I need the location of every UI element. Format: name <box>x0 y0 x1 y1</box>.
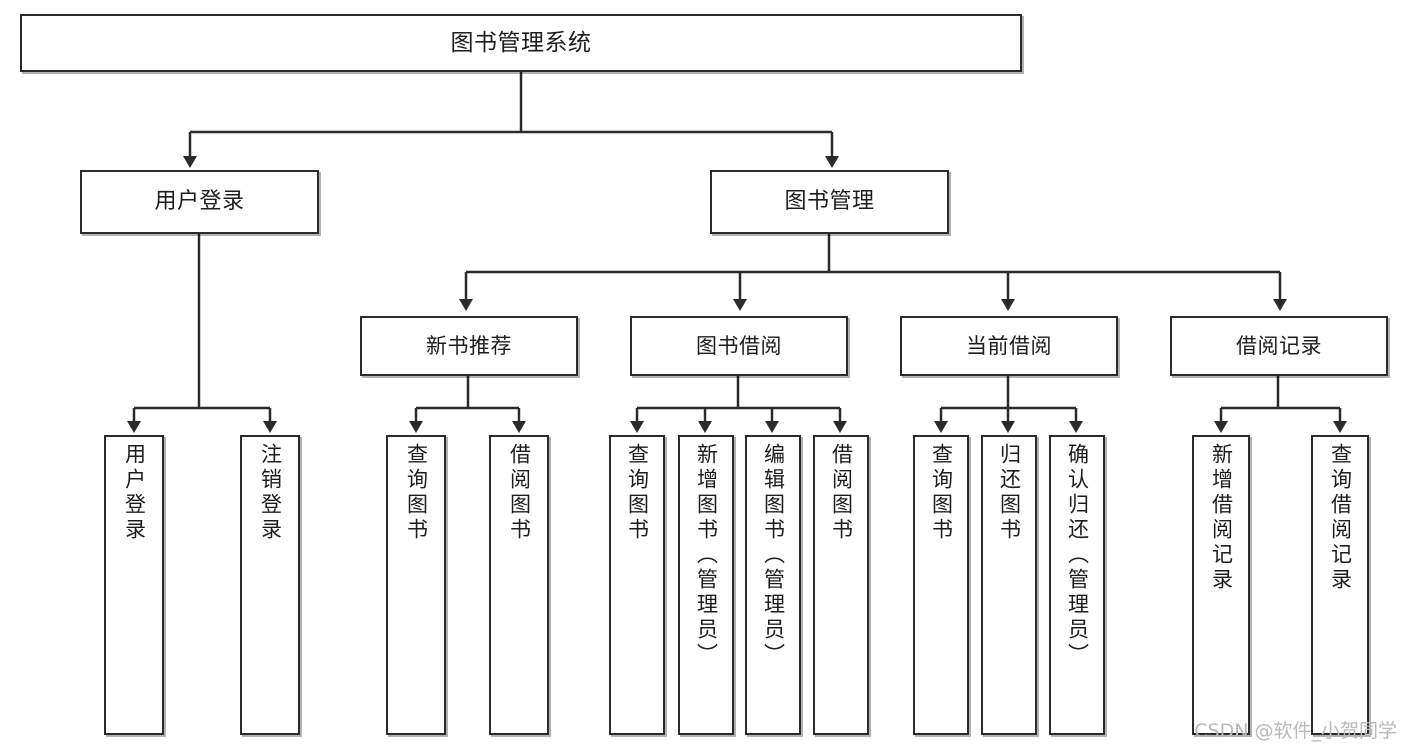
node-leaf-borrow-books-borrowing[interactable]: 借阅图书 <box>813 435 869 735</box>
node-label: 查询图书 <box>625 443 650 543</box>
node-label: 新增借阅记录 <box>1209 443 1234 593</box>
node-label: 新增图书（管理员） <box>694 443 719 668</box>
node-leaf-edit-book-admin[interactable]: 编辑图书（管理员） <box>745 435 801 735</box>
node-label: 用户登录 <box>154 189 245 215</box>
node-label: 借阅图书 <box>829 443 854 543</box>
node-label: 确认归还（管理员） <box>1065 443 1090 668</box>
node-book-management[interactable]: 图书管理 <box>710 170 949 234</box>
node-leaf-add-book-admin[interactable]: 新增图书（管理员） <box>678 435 734 735</box>
node-leaf-query-borrow-record[interactable]: 查询借阅记录 <box>1311 435 1369 735</box>
node-leaf-query-books-borrowing[interactable]: 查询图书 <box>609 435 665 735</box>
node-new-book-recommendation[interactable]: 新书推荐 <box>360 316 578 376</box>
node-label: 查询图书 <box>929 443 954 543</box>
node-borrowing-records[interactable]: 借阅记录 <box>1170 316 1388 376</box>
node-leaf-user-login[interactable]: 用户登录 <box>104 435 164 735</box>
node-user-login[interactable]: 用户登录 <box>80 170 319 234</box>
node-label: 借阅记录 <box>1236 333 1322 358</box>
node-leaf-query-books-recommendation[interactable]: 查询图书 <box>386 435 446 735</box>
node-label: 归还图书 <box>997 443 1022 543</box>
node-label: 注销登录 <box>258 443 283 543</box>
node-leaf-confirm-return-admin[interactable]: 确认归还（管理员） <box>1049 435 1105 735</box>
node-label: 图书管理系统 <box>450 29 592 56</box>
node-label: 编辑图书（管理员） <box>761 443 786 668</box>
node-label: 查询借阅记录 <box>1328 443 1353 593</box>
node-label: 图书借阅 <box>696 333 782 358</box>
node-book-borrowing[interactable]: 图书借阅 <box>630 316 848 376</box>
node-label: 用户登录 <box>122 443 147 543</box>
node-leaf-query-books-current[interactable]: 查询图书 <box>913 435 969 735</box>
node-current-borrowing[interactable]: 当前借阅 <box>900 316 1118 376</box>
watermark: CSDN @软件_小贺同学 <box>1194 720 1397 742</box>
node-label: 查询图书 <box>404 443 429 543</box>
node-leaf-borrow-books-recommendation[interactable]: 借阅图书 <box>489 435 549 735</box>
node-label: 当前借阅 <box>966 333 1052 358</box>
node-leaf-add-borrow-record[interactable]: 新增借阅记录 <box>1192 435 1250 735</box>
node-root-book-management-system[interactable]: 图书管理系统 <box>20 14 1022 72</box>
node-label: 图书管理 <box>784 189 875 215</box>
node-leaf-logout[interactable]: 注销登录 <box>240 435 300 735</box>
node-label: 借阅图书 <box>507 443 532 543</box>
node-label: 新书推荐 <box>426 333 512 358</box>
node-leaf-return-books[interactable]: 归还图书 <box>981 435 1037 735</box>
